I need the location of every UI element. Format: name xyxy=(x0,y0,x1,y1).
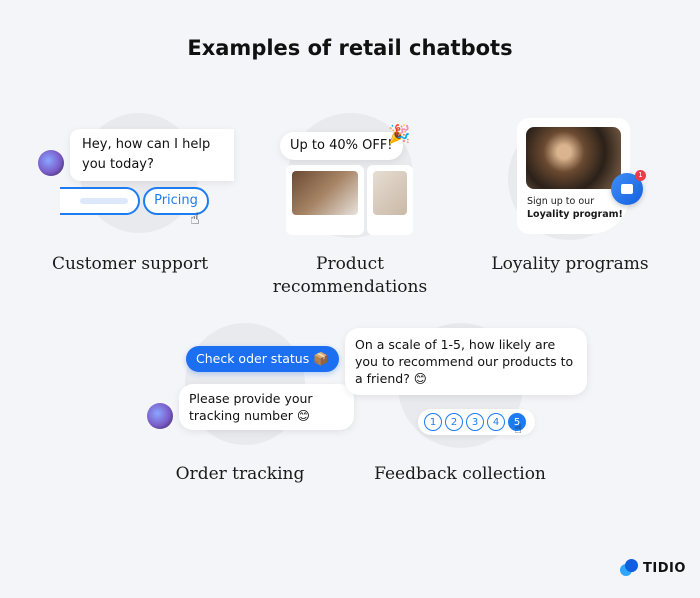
rating-option-5[interactable]: 5 xyxy=(508,413,526,431)
product-card xyxy=(367,165,413,235)
boot-image xyxy=(292,171,358,215)
rating-option-1[interactable]: 1 xyxy=(424,413,442,431)
caption-customer-support: Customer support xyxy=(51,254,209,274)
hand-cursor-icon: ☝ xyxy=(190,209,200,228)
page-title: Examples of retail chatbots xyxy=(187,36,513,60)
product-card xyxy=(286,165,364,235)
tidio-logo-icon xyxy=(620,559,640,577)
coffee-image xyxy=(526,127,621,189)
survey-question-bubble: On a scale of 1-5, how likely are you to… xyxy=(345,328,587,395)
hand-cursor-icon: ☝ xyxy=(514,422,522,437)
tidio-logo-text: TIDIO xyxy=(643,561,686,576)
pricing-button[interactable]: Pricing xyxy=(143,187,209,215)
promo-bubble: Up to 40% OFF! xyxy=(280,132,403,160)
rating-option-4[interactable]: 4 xyxy=(487,413,505,431)
option-button[interactable] xyxy=(60,187,140,215)
loyalty-text: Sign up to our xyxy=(527,196,595,207)
caption-product-recommendations: Product recommendations xyxy=(272,254,428,297)
caption-feedback-collection: Feedback collection xyxy=(374,464,546,484)
rating-option-3[interactable]: 3 xyxy=(466,413,484,431)
loyalty-text-bold: Loyality program! xyxy=(527,209,623,220)
boot-image xyxy=(373,171,407,215)
rating-scale: 1 2 3 4 5 xyxy=(418,409,535,435)
bot-avatar xyxy=(38,150,64,176)
chat-bubble: Please provide your tracking number 😊 xyxy=(179,384,354,430)
caption-loyalty-programs: Loyality programs xyxy=(491,254,649,274)
notification-badge: 1 xyxy=(635,170,646,181)
rating-option-2[interactable]: 2 xyxy=(445,413,463,431)
party-popper-icon: 🎉 xyxy=(388,124,411,145)
loyalty-card: Sign up to our Loyality program! xyxy=(517,118,630,234)
chat-icon xyxy=(621,184,633,194)
bot-avatar xyxy=(147,403,173,429)
check-order-status-button[interactable]: Check oder status 📦 xyxy=(186,346,339,372)
caption-order-tracking: Order tracking xyxy=(175,464,305,484)
chat-bubble: Hey, how can I help you today? xyxy=(70,129,234,181)
